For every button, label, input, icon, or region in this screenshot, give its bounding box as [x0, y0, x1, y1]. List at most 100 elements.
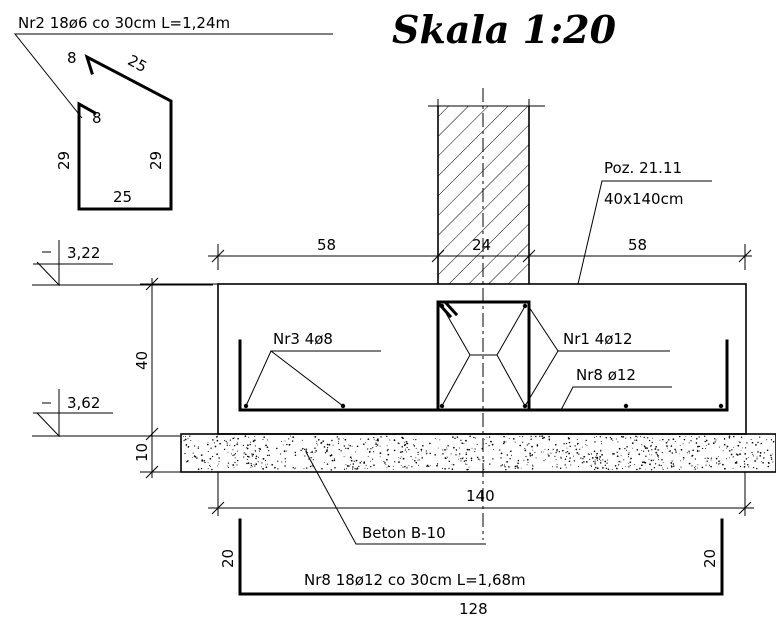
nr2-hook-top-label: 8 — [67, 49, 77, 67]
concrete-speck — [324, 452, 327, 454]
concrete-speck — [292, 436, 295, 438]
concrete-speck — [738, 441, 740, 442]
concrete-speck — [429, 452, 431, 455]
left-vertical-dimensions: 40 10 — [133, 277, 220, 479]
concrete-speck — [547, 453, 549, 455]
concrete-speck — [486, 436, 488, 438]
concrete-speck — [726, 445, 729, 448]
nr8-right-leg-label: 20 — [701, 549, 719, 568]
concrete-speck — [616, 451, 618, 453]
concrete-speck — [183, 439, 185, 442]
concrete-speck — [252, 453, 255, 456]
concrete-speck — [310, 451, 312, 453]
concrete-speck — [331, 439, 333, 442]
concrete-speck — [675, 451, 677, 453]
concrete-speck — [584, 444, 586, 445]
concrete-speck — [425, 450, 427, 452]
concrete-speck — [232, 449, 234, 451]
concrete-speck — [286, 443, 288, 446]
concrete-speck — [276, 447, 278, 450]
concrete-speck — [420, 448, 423, 451]
concrete-speck — [564, 464, 566, 466]
concrete-speck — [654, 463, 657, 465]
concrete-speck — [651, 441, 653, 444]
concrete-speck — [586, 444, 588, 446]
concrete-speck — [736, 462, 738, 464]
concrete-speck — [566, 450, 569, 453]
concrete-speck — [347, 447, 349, 450]
concrete-speck — [629, 437, 632, 439]
concrete-speck — [685, 436, 687, 437]
concrete-speck — [674, 448, 676, 451]
beton-label-text: Beton B-10 — [362, 524, 446, 542]
concrete-speck — [535, 457, 537, 459]
concrete-speck — [658, 456, 659, 458]
concrete-speck — [314, 451, 316, 453]
concrete-speck — [638, 453, 641, 456]
concrete-speck — [258, 447, 260, 450]
concrete-speck — [211, 455, 214, 458]
concrete-speck — [351, 468, 354, 470]
concrete-speck — [679, 444, 681, 446]
concrete-speck — [304, 448, 306, 451]
concrete-speck — [639, 467, 641, 470]
concrete-speck — [640, 464, 643, 467]
concrete-speck — [534, 451, 536, 454]
concrete-speck — [599, 435, 601, 438]
concrete-speck — [233, 454, 235, 456]
concrete-speck — [697, 464, 699, 466]
concrete-speck — [346, 465, 349, 467]
concrete-speck — [621, 436, 623, 438]
concrete-speck — [392, 468, 394, 470]
concrete-speck — [489, 463, 491, 465]
concrete-speck — [658, 458, 660, 460]
concrete-speck — [704, 448, 707, 450]
concrete-speck — [312, 466, 314, 468]
concrete-speck — [563, 450, 565, 452]
concrete-speck — [525, 455, 527, 458]
concrete-speck — [344, 438, 347, 441]
concrete-speck — [343, 438, 345, 439]
concrete-speck — [650, 459, 653, 462]
concrete-speck — [529, 454, 531, 456]
concrete-speck — [458, 458, 460, 460]
concrete-speck — [393, 439, 396, 442]
concrete-speck — [192, 452, 194, 454]
concrete-speck — [492, 448, 494, 450]
concrete-speck — [483, 468, 485, 471]
concrete-speck — [460, 458, 462, 460]
concrete-speck — [763, 457, 765, 459]
concrete-speck — [386, 445, 388, 447]
concrete-speck — [268, 450, 270, 452]
dim-center-label: 24 — [472, 236, 491, 254]
concrete-speck — [436, 463, 439, 465]
concrete-speck — [596, 452, 598, 455]
concrete-speck — [550, 452, 552, 454]
concrete-speck — [545, 459, 546, 461]
concrete-dots — [182, 435, 775, 471]
concrete-speck — [318, 439, 320, 441]
concrete-speck — [536, 444, 539, 447]
concrete-speck — [595, 454, 598, 456]
concrete-speck — [739, 441, 741, 444]
concrete-speck — [211, 468, 213, 471]
concrete-speck — [552, 466, 553, 468]
concrete-speck — [605, 467, 608, 470]
concrete-speck — [729, 450, 731, 452]
concrete-speck — [736, 454, 739, 456]
concrete-speck — [320, 441, 323, 444]
concrete-speck — [514, 465, 517, 468]
concrete-speck — [351, 458, 353, 460]
concrete-speck — [452, 464, 455, 466]
concrete-speck — [746, 442, 748, 444]
concrete-speck — [596, 459, 599, 461]
concrete-speck — [744, 463, 746, 465]
concrete-speck — [236, 450, 239, 452]
concrete-speck — [648, 439, 651, 442]
concrete-speck — [488, 436, 491, 438]
concrete-speck — [466, 448, 469, 451]
concrete-speck — [408, 448, 410, 451]
concrete-speck — [569, 457, 571, 459]
concrete-speck — [485, 443, 487, 445]
concrete-speck — [421, 444, 424, 447]
